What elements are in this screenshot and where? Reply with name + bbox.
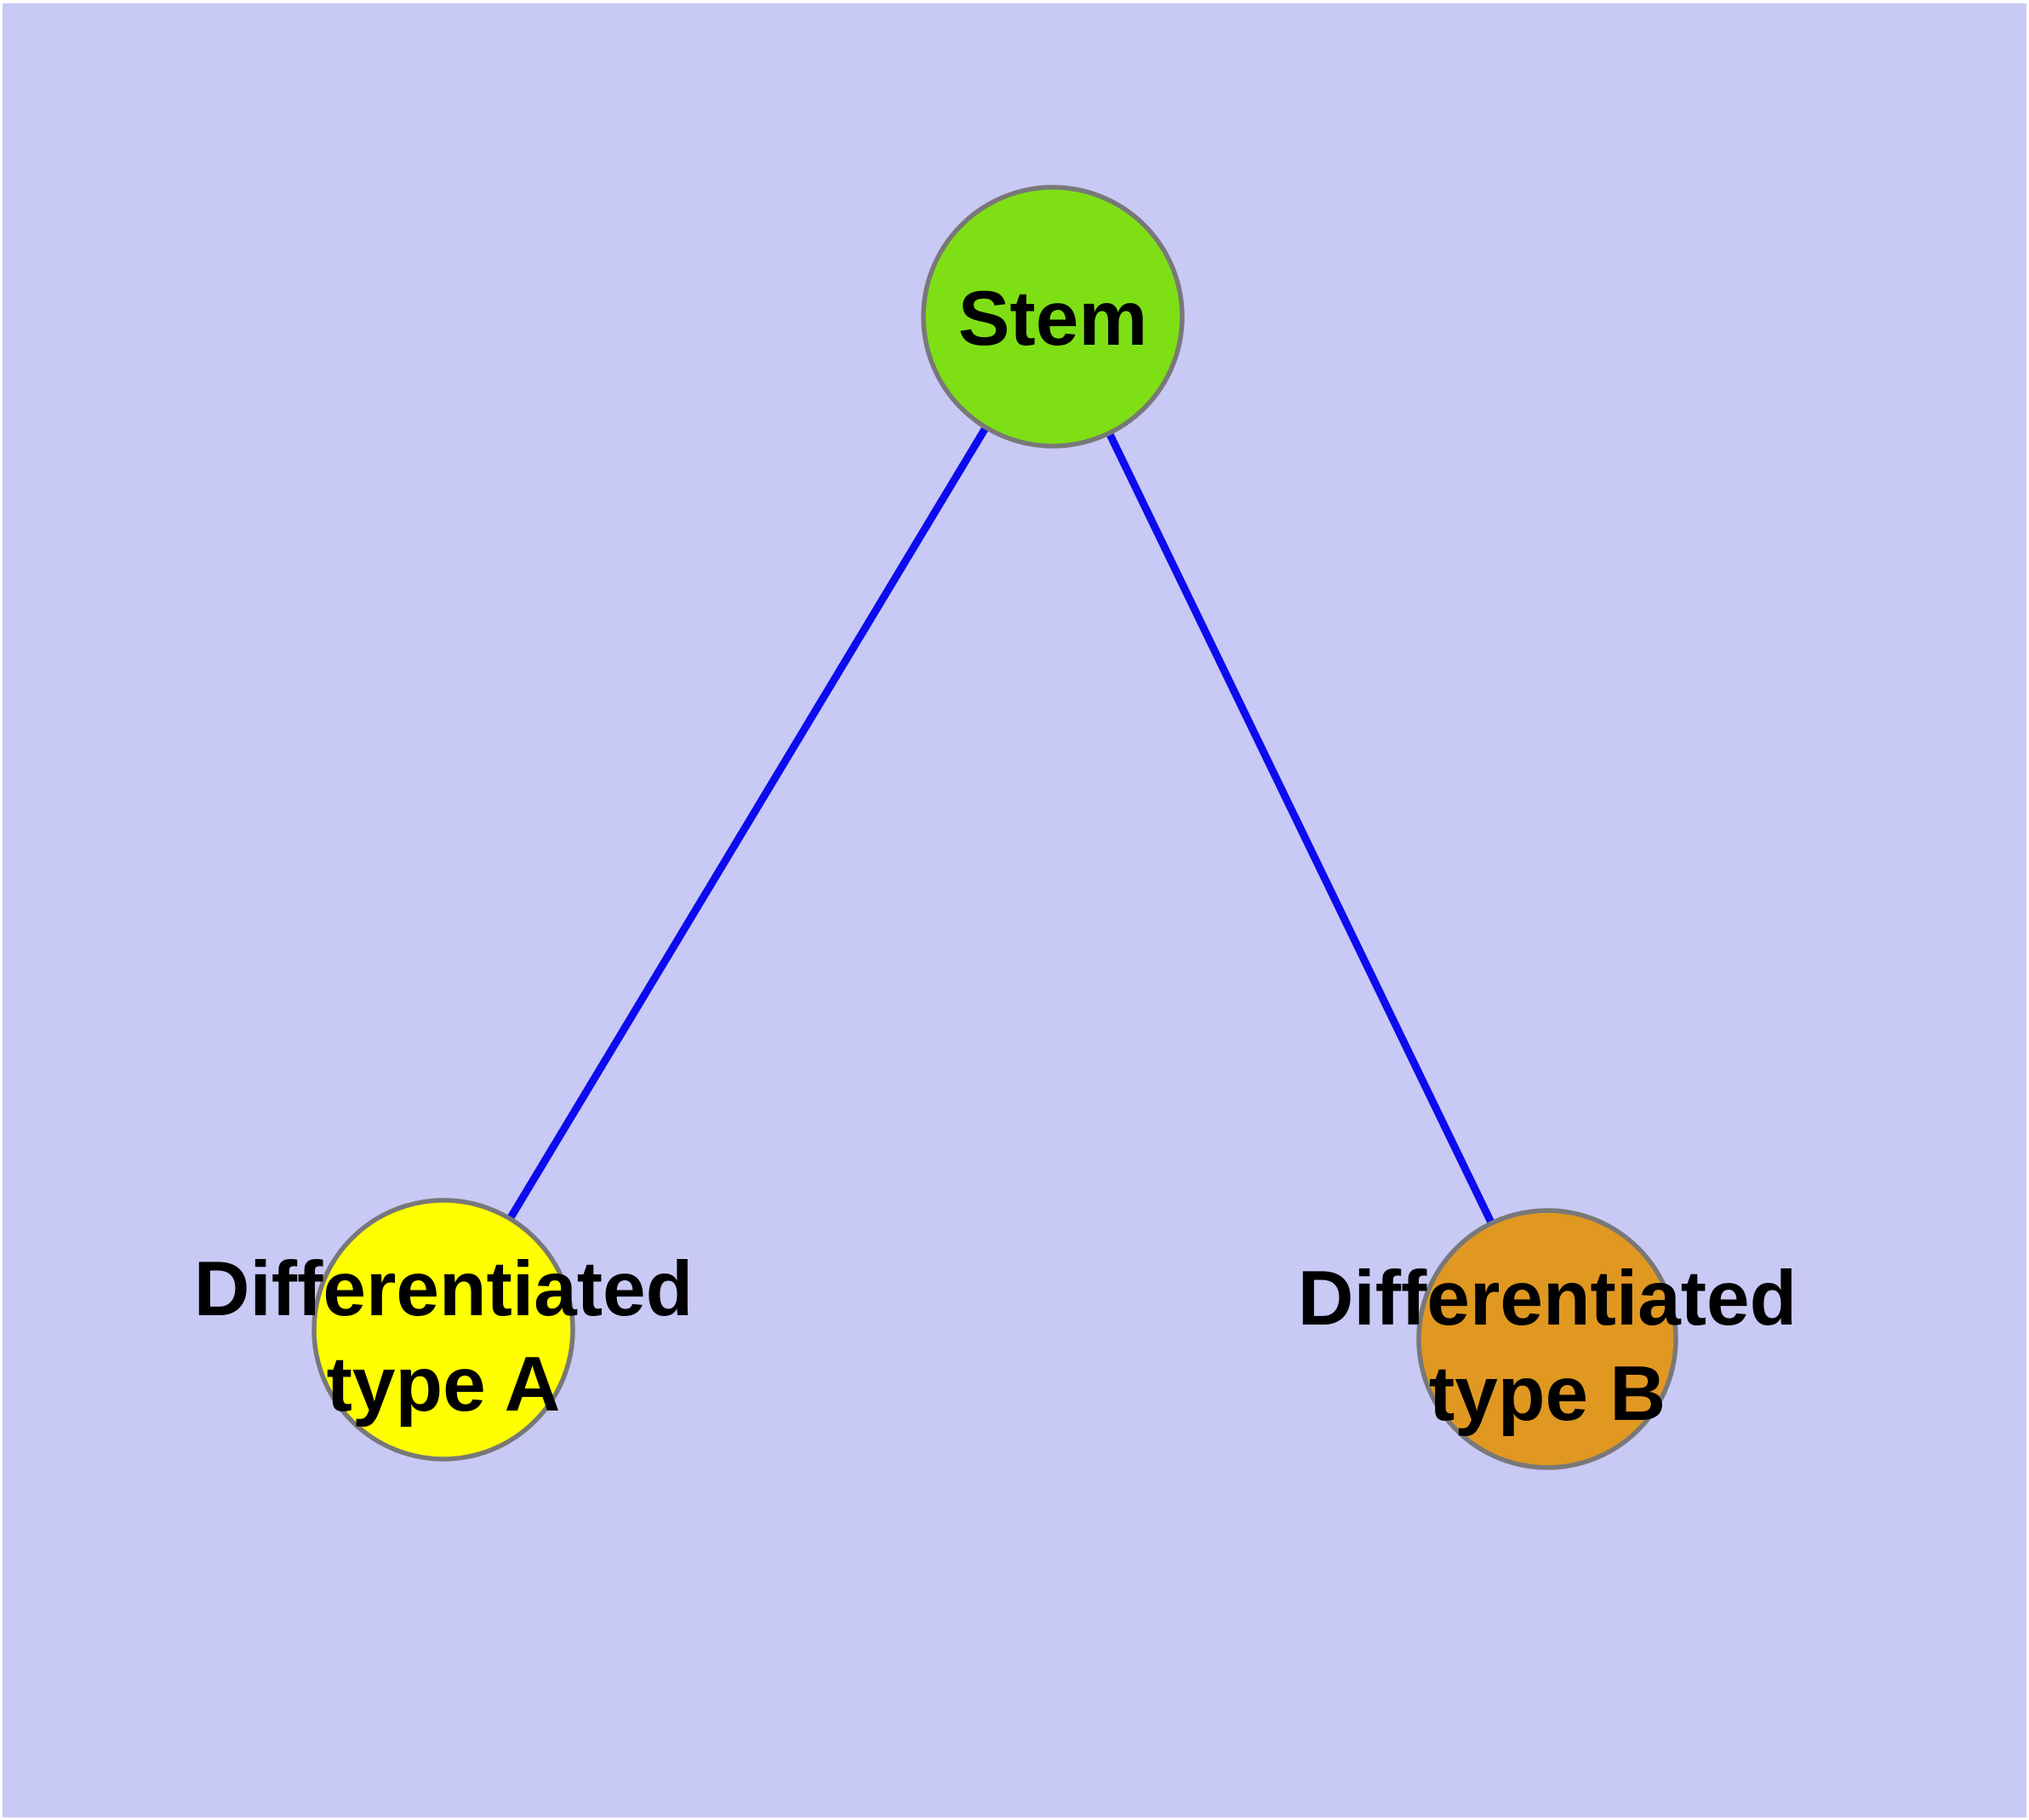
node-type-a-label-line2: type A (327, 1342, 561, 1428)
edge-stem-to-type-a (506, 424, 990, 1222)
node-differentiated-type-b[interactable] (1416, 1208, 1678, 1470)
node-type-a-label-line1: Differentiated (194, 1246, 694, 1332)
node-type-b-label-line1: Differentiated (1298, 1256, 1798, 1342)
edge-stem-to-type-b (1105, 431, 1495, 1224)
node-stem[interactable] (921, 185, 1185, 449)
node-stem-label: Stem (958, 276, 1148, 362)
node-type-b-label-line2: type B (1429, 1351, 1666, 1437)
node-differentiated-type-a[interactable] (311, 1198, 575, 1462)
